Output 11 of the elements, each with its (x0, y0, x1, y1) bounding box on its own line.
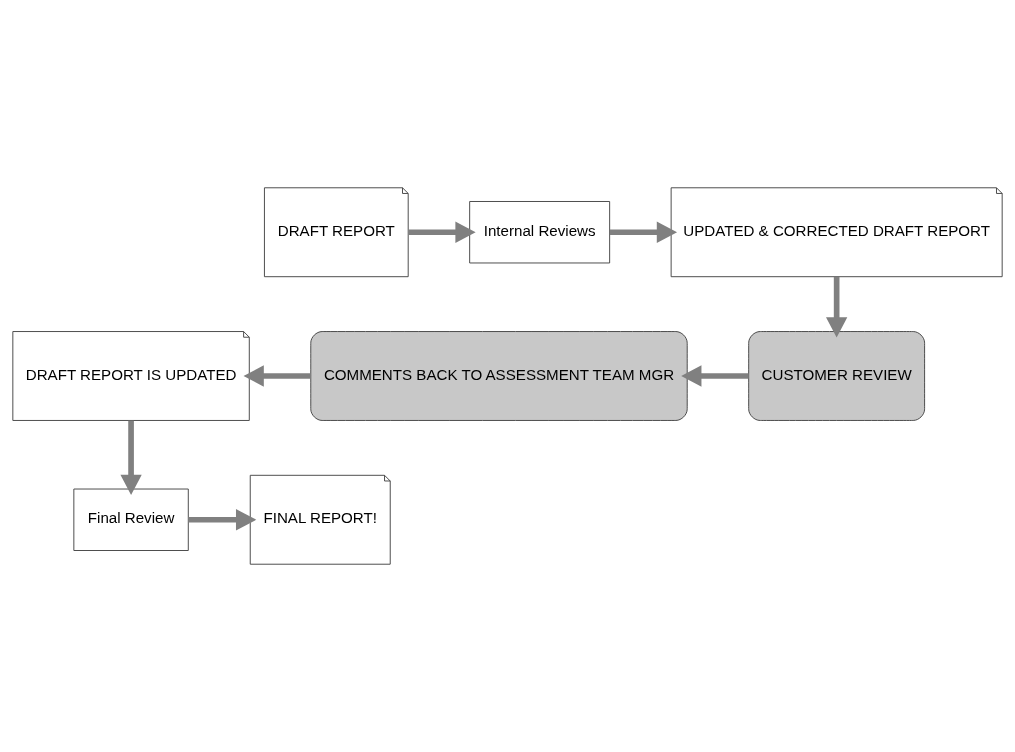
node-box: Internal Reviews (469, 201, 611, 264)
arrow (120, 420, 142, 496)
arrow (681, 365, 749, 387)
node-box: CUSTOMER REVIEW (748, 331, 926, 421)
arrow (408, 221, 476, 243)
arrow (243, 365, 311, 387)
node-box: COMMENTS BACK TO ASSESSMENT TEAM MGR (310, 331, 688, 421)
arrow (609, 221, 678, 243)
arrow (826, 276, 848, 338)
node-box: Final Review (73, 488, 189, 551)
arrow (188, 509, 257, 531)
